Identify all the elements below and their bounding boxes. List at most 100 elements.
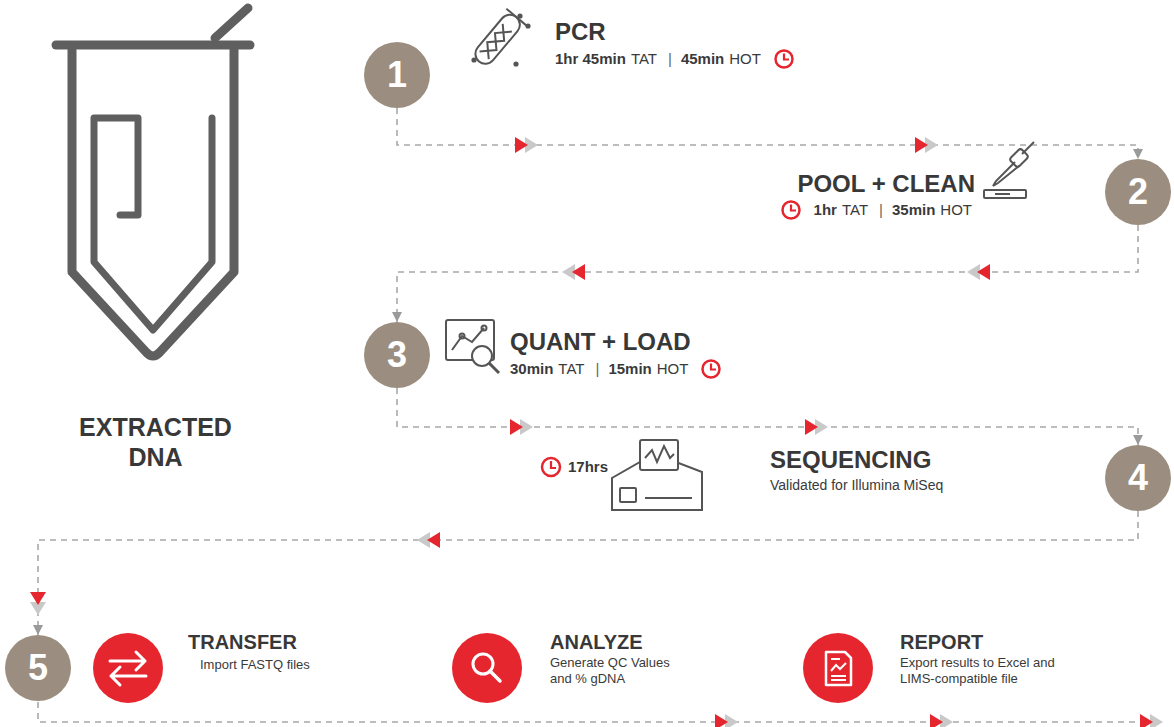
graphic-part [480,24,512,59]
graphic-part [30,592,46,615]
clock-icon [780,199,802,221]
step-title: PCR [555,18,606,47]
graphic-part [482,326,487,331]
time-unit: HOT [657,360,689,377]
graphic-part [984,190,1026,198]
graphic-part [711,363,716,369]
step-title: QUANT + LOAD [510,328,691,357]
dashed-line [38,702,1160,722]
graphic-part [930,714,953,727]
graphic-part [94,118,212,330]
graphic-part [831,663,846,671]
time-value: 1hr [814,201,837,218]
time-row: 1hr 45min TAT | 45min HOT [555,50,761,67]
step-title: POOL + CLEAN [797,170,975,199]
time-value: 30min [510,360,553,377]
time-row: 30minTAT|15minHOT [510,360,688,377]
graphic-part [56,41,250,50]
graphic-part [469,9,526,70]
flow-connector [33,511,1138,635]
graphic-part [645,497,692,499]
step-number: 5 [28,650,48,686]
graphic-part [620,488,636,502]
graphic-part [506,9,526,26]
clock-icon [542,458,560,476]
step-number: 1 [387,57,407,93]
dashed-connector [397,388,1138,445]
time-unit: TAT [631,50,657,67]
graphic-part [417,532,440,548]
graphic-part [831,659,846,680]
step-number: 4 [1128,460,1148,496]
task-note: Generate QC Values and % gDNA [550,655,685,686]
graphic-part [993,162,1019,186]
test-tube [56,8,250,356]
transfer-icon [93,633,163,703]
time-unit: TAT [842,201,868,218]
graphic-part [514,62,517,65]
graphic-part [551,461,556,468]
arrowhead [392,312,402,322]
graphic-part [215,8,248,38]
task-title: TRANSFER [188,630,297,654]
arrowhead [33,625,43,635]
step-title: SEQUENCING [770,446,931,475]
pcr-icon [469,9,530,70]
time-value: 35min [892,201,935,218]
graphic-part [510,419,533,435]
graphic-part [452,633,522,703]
graphic-part [526,24,529,27]
task-title: ANALYZE [550,630,643,654]
task-title: REPORT [900,630,983,654]
graphic-part [110,652,146,685]
graphic-part [640,440,678,470]
step-number-circle: 5 [5,635,71,701]
task-note: Export results to Excel and LIMS-compati… [900,655,1060,686]
step-note: Validated for Illumina MiSeq [770,477,943,494]
time-unit: HOT [940,201,972,218]
graphic-part [518,14,521,17]
graphic-part [515,137,538,153]
graphic-part [715,714,738,727]
graphic-part [995,193,1010,195]
arrowhead [1133,435,1143,445]
graphic-part [826,652,851,685]
arrowhead [1133,149,1143,159]
chevron-arrows [30,137,1163,727]
flow-connector [397,388,1143,445]
time-value: 1hr 45min [555,50,626,67]
graphic-part [489,363,499,373]
graphic-part [784,53,789,59]
graphic-part [480,24,512,59]
flow-connector [397,108,1143,159]
graphic-part [542,458,560,476]
sequencer-icon [612,440,702,510]
graphic-part [471,11,524,68]
graphic-part [782,201,799,218]
graphic-part [915,137,938,153]
time-value: 45min [681,50,724,67]
step-number-circle: 4 [1105,445,1171,511]
step-number: 3 [387,337,407,373]
dashed-connector [397,108,1138,159]
graphic-part [805,419,828,435]
step-number-circle: 1 [364,42,430,108]
separator: | [668,50,672,67]
graphic-part [791,204,796,210]
separator: | [879,201,883,218]
time-row: 1hr TAT | 35min HOT [814,201,972,218]
graphic-part [967,264,990,280]
duration: 17hrs [568,458,608,476]
report-icon [803,633,873,703]
flow-connector [392,225,1138,322]
task-note: Import FASTQ files [200,657,310,673]
dashed-connector [397,225,1138,322]
graphic-part [72,50,234,356]
graphic-part [703,360,720,377]
dashed-connector [38,511,1138,635]
graphic-part [803,633,873,703]
time-unit: HOT [729,50,761,67]
